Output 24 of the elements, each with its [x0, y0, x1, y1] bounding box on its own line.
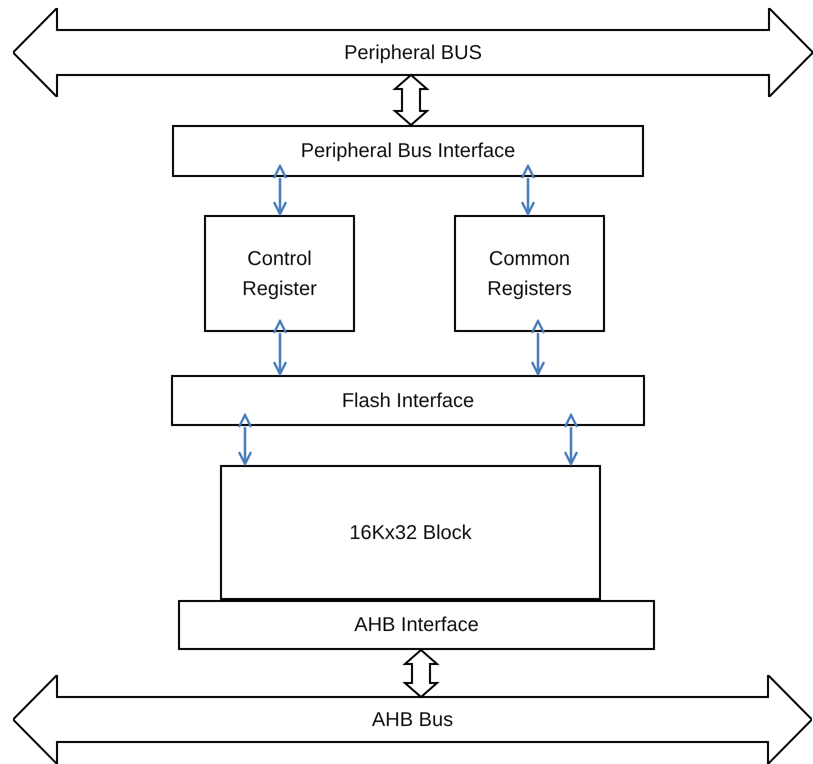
- double-arrow: [520, 164, 536, 216]
- double-block-arrow: [402, 648, 440, 698]
- block-label: Peripheral BUS: [344, 40, 482, 66]
- block-label: 16Kx32 Block: [349, 520, 472, 546]
- block-label: AHB Interface: [354, 613, 479, 638]
- block-box: [220, 465, 601, 600]
- block-box: [178, 600, 655, 650]
- double-arrow: [530, 320, 546, 376]
- double-arrow: [272, 320, 288, 376]
- block-label: Control Register: [241, 246, 318, 302]
- block-box: [204, 215, 355, 332]
- block-label: Peripheral Bus Interface: [300, 139, 516, 164]
- double-arrow: [564, 414, 578, 466]
- double-arrow: [238, 414, 252, 466]
- block-box: [454, 215, 605, 332]
- block-label: Common Registers: [486, 246, 573, 302]
- block-box: [172, 125, 644, 177]
- block-label: AHB Bus: [372, 708, 454, 732]
- bus-arrow: [13, 8, 813, 97]
- double-arrow: [272, 164, 288, 216]
- block-box: [171, 375, 645, 426]
- double-block-arrow: [392, 74, 430, 126]
- bus-arrow: [13, 675, 812, 764]
- block-label: Flash Interface: [342, 388, 474, 414]
